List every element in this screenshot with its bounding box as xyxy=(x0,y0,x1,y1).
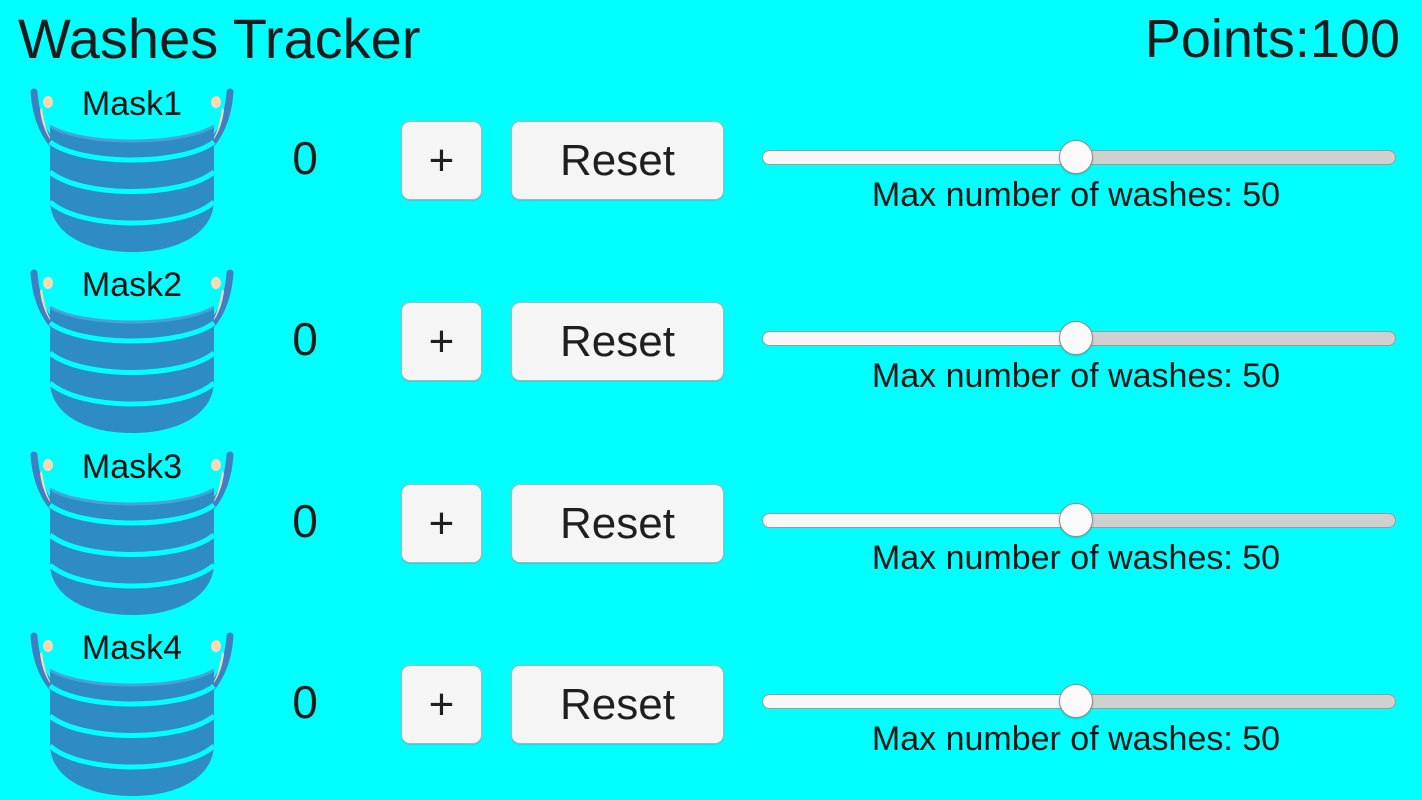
mask-label: Mask1 xyxy=(81,85,183,123)
slider-fill xyxy=(763,695,1079,708)
mask-figure: Mask3 xyxy=(12,443,252,618)
reset-button[interactable]: Reset xyxy=(511,484,724,563)
increment-button[interactable]: + xyxy=(401,484,482,563)
mask-figure: Mask1 xyxy=(12,80,252,255)
wash-count: 0 xyxy=(292,676,318,728)
mask-row: Mask2 0 + Reset Max number of washes: 50 xyxy=(0,259,1422,440)
mask-figure: Mask2 xyxy=(12,261,252,436)
page-title: Washes Tracker xyxy=(18,7,421,70)
reset-button[interactable]: Reset xyxy=(511,665,724,744)
slider-fill xyxy=(763,514,1079,527)
slider-block: Max number of washes: 50 xyxy=(756,656,1402,776)
max-washes-slider[interactable] xyxy=(756,140,1396,174)
slider-caption: Max number of washes: 50 xyxy=(871,176,1281,214)
points-display: Points:100 xyxy=(1144,9,1400,69)
slider-thumb[interactable] xyxy=(1059,321,1093,355)
slider-caption: Max number of washes: 50 xyxy=(871,539,1281,577)
max-washes-slider[interactable] xyxy=(756,321,1396,355)
reset-button[interactable]: Reset xyxy=(511,121,724,200)
face-mask-icon xyxy=(30,88,234,252)
increment-button[interactable]: + xyxy=(401,302,482,381)
slider-caption: Max number of washes: 50 xyxy=(871,357,1281,395)
face-mask-icon xyxy=(30,632,234,796)
wash-count: 0 xyxy=(292,495,318,547)
mask-label: Mask4 xyxy=(81,629,183,667)
face-mask-icon xyxy=(30,269,234,433)
mask-label: Mask2 xyxy=(81,266,183,304)
increment-button[interactable]: + xyxy=(401,121,482,200)
max-washes-slider[interactable] xyxy=(756,503,1396,537)
slider-block: Max number of washes: 50 xyxy=(756,293,1402,413)
app-header: Washes Tracker Points:100 xyxy=(0,0,1422,78)
reset-button[interactable]: Reset xyxy=(511,302,724,381)
face-mask-icon xyxy=(30,451,234,615)
slider-thumb[interactable] xyxy=(1059,140,1093,174)
mask-figure: Mask4 xyxy=(12,624,252,799)
mask-label: Mask3 xyxy=(81,448,183,486)
wash-count: 0 xyxy=(292,313,318,365)
mask-row: Mask4 0 + Reset Max number of washes: 50 xyxy=(0,622,1422,800)
slider-thumb[interactable] xyxy=(1059,503,1093,537)
slider-fill xyxy=(763,151,1079,164)
slider-fill xyxy=(763,332,1079,345)
max-washes-slider[interactable] xyxy=(756,684,1396,718)
increment-button[interactable]: + xyxy=(401,665,482,744)
slider-block: Max number of washes: 50 xyxy=(756,112,1402,232)
mask-row: Mask3 0 + Reset Max number of washes: 50 xyxy=(0,441,1422,622)
slider-thumb[interactable] xyxy=(1059,684,1093,718)
wash-count: 0 xyxy=(292,132,318,184)
slider-caption: Max number of washes: 50 xyxy=(871,720,1281,758)
mask-row: Mask1 0 + Reset Max number of washes: 50 xyxy=(0,78,1422,259)
slider-block: Max number of washes: 50 xyxy=(756,475,1402,595)
